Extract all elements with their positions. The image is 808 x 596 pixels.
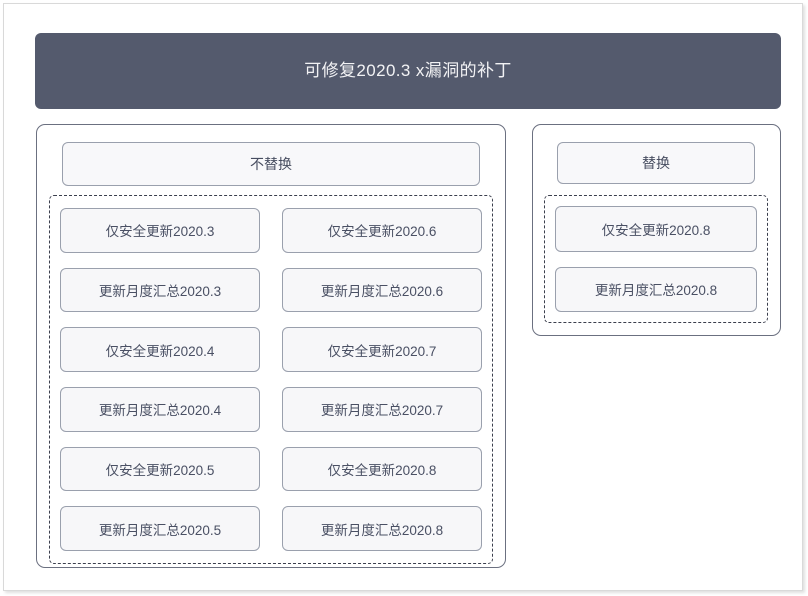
patch-item[interactable]: 仅安全更新2020.8 bbox=[282, 446, 482, 492]
patch-item[interactable]: 更新月度汇总2020.5 bbox=[60, 506, 260, 551]
patch-item[interactable]: 仅安全更新2020.8 bbox=[555, 206, 757, 252]
diagram-title-banner: 可修复2020.3 x漏洞的补丁 bbox=[35, 33, 781, 109]
patch-item[interactable]: 更新月度汇总2020.6 bbox=[282, 267, 482, 313]
diagram-canvas: 可修复2020.3 x漏洞的补丁 不替换 仅安全更新2020.3 仅安全更新20… bbox=[3, 3, 803, 591]
patch-item[interactable]: 仅安全更新2020.5 bbox=[60, 446, 260, 492]
dashed-container-no-replace: 仅安全更新2020.3 仅安全更新2020.6 更新月度汇总2020.3 更新月… bbox=[49, 195, 493, 564]
group-header-label: 不替换 bbox=[250, 156, 292, 172]
group-header-replace: 替换 bbox=[557, 142, 755, 184]
patch-item[interactable]: 更新月度汇总2020.8 bbox=[282, 506, 482, 551]
patch-item-grid-no-replace: 仅安全更新2020.3 仅安全更新2020.6 更新月度汇总2020.3 更新月… bbox=[60, 208, 482, 551]
group-header-no-replace: 不替换 bbox=[62, 142, 480, 186]
group-panel-replace: 替换 仅安全更新2020.8 更新月度汇总2020.8 bbox=[532, 124, 781, 336]
patch-item[interactable]: 更新月度汇总2020.4 bbox=[60, 387, 260, 432]
patch-item[interactable]: 仅安全更新2020.4 bbox=[60, 327, 260, 372]
group-header-label: 替换 bbox=[642, 155, 670, 171]
group-panel-no-replace: 不替换 仅安全更新2020.3 仅安全更新2020.6 更新月度汇总2020.3… bbox=[36, 124, 506, 568]
patch-item[interactable]: 更新月度汇总2020.3 bbox=[60, 267, 260, 313]
patch-item[interactable]: 仅安全更新2020.6 bbox=[282, 208, 482, 253]
patch-item[interactable]: 仅安全更新2020.3 bbox=[60, 208, 260, 253]
patch-item[interactable]: 仅安全更新2020.7 bbox=[282, 327, 482, 372]
patch-item-grid-replace: 仅安全更新2020.8 更新月度汇总2020.8 bbox=[555, 206, 757, 312]
patch-item[interactable]: 更新月度汇总2020.7 bbox=[282, 387, 482, 432]
dashed-container-replace: 仅安全更新2020.8 更新月度汇总2020.8 bbox=[544, 195, 768, 323]
page-title: 可修复2020.3 x漏洞的补丁 bbox=[304, 60, 512, 80]
patch-item[interactable]: 更新月度汇总2020.8 bbox=[555, 266, 757, 312]
